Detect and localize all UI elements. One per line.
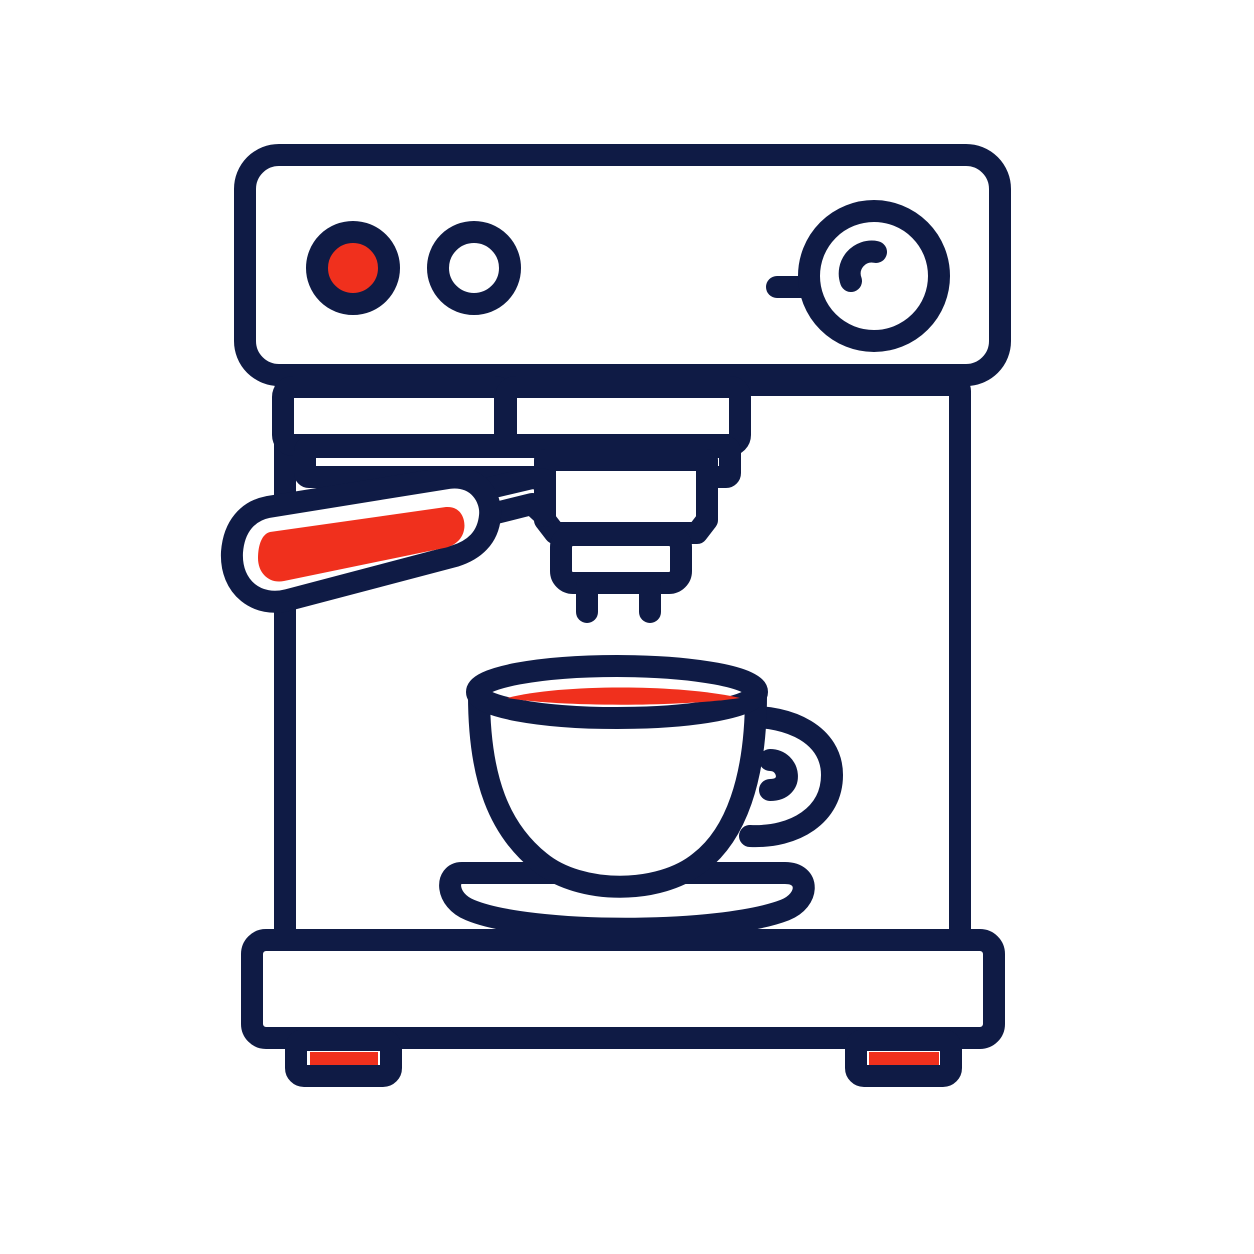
foot-left-accent (310, 1052, 378, 1065)
coffee-cup (468, 684, 767, 898)
portafilter (534, 449, 718, 544)
foot-right-accent (869, 1052, 939, 1065)
saucer (439, 862, 815, 940)
portafilter-handle (220, 466, 502, 613)
pressure-gauge (766, 200, 950, 352)
coffee-surface (507, 687, 740, 705)
spout-housing (550, 524, 692, 594)
drip-tray (241, 929, 1005, 1049)
power-button (306, 221, 400, 315)
steam-button (427, 221, 521, 315)
control-panel (234, 144, 1011, 386)
